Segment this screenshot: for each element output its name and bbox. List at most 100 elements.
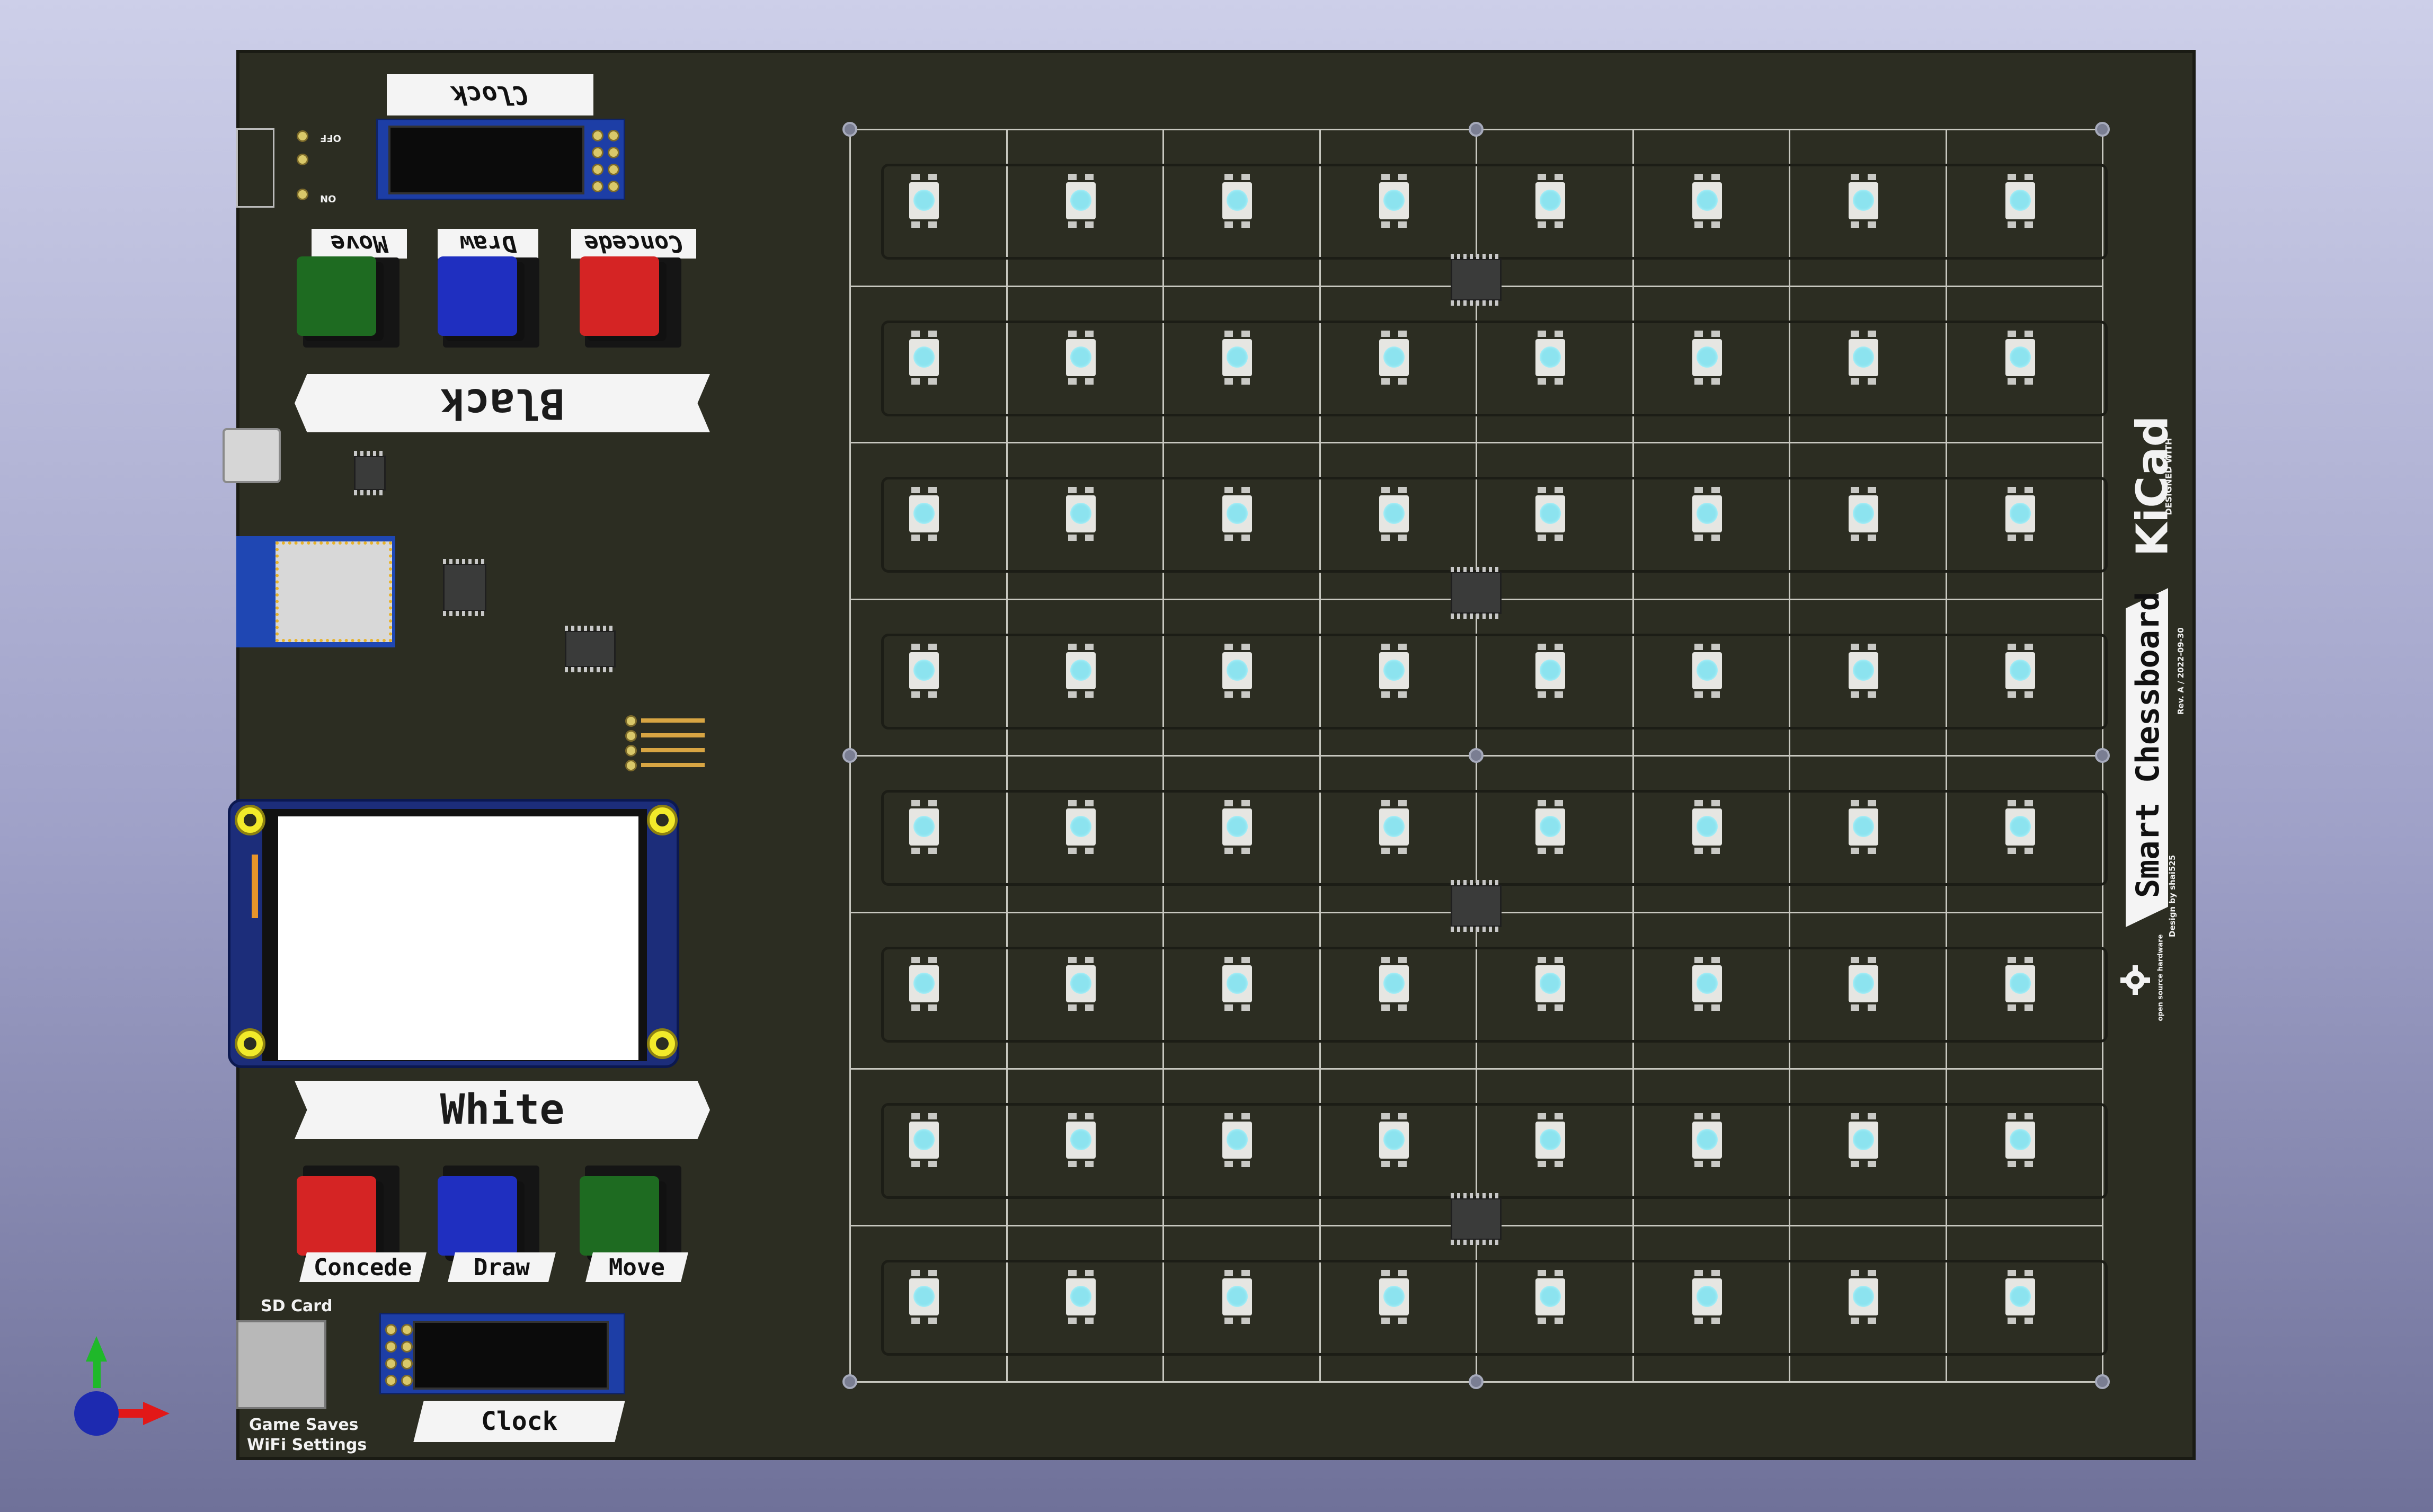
white-draw-label: Draw bbox=[448, 1252, 556, 1282]
square-led bbox=[1056, 1267, 1105, 1326]
white-banner: White bbox=[295, 1081, 710, 1139]
trace-route bbox=[881, 633, 2108, 730]
square-led bbox=[1683, 1267, 1731, 1326]
square-led bbox=[1056, 797, 1105, 856]
square-led bbox=[1526, 954, 1575, 1013]
square-led bbox=[1370, 1110, 1418, 1169]
square-led bbox=[900, 797, 948, 856]
square-led bbox=[1683, 954, 1731, 1013]
square-led bbox=[1370, 797, 1418, 856]
square-led bbox=[1996, 327, 2045, 387]
black-draw-button[interactable] bbox=[438, 256, 517, 336]
square-led bbox=[1213, 1267, 1262, 1326]
square-led bbox=[1056, 1110, 1105, 1169]
square-led bbox=[1683, 1110, 1731, 1169]
esp32-module bbox=[236, 536, 395, 647]
black-move-label: Move bbox=[312, 229, 407, 259]
black-draw-label: Draw bbox=[438, 229, 538, 259]
square-led bbox=[900, 1267, 948, 1326]
header-pins bbox=[625, 715, 710, 779]
square-led bbox=[1683, 327, 1731, 387]
square-led bbox=[1839, 797, 1888, 856]
chess-grid bbox=[842, 122, 2110, 1389]
square-led bbox=[1996, 641, 2045, 700]
title-banner bbox=[2126, 588, 2168, 927]
mux-chip bbox=[1451, 253, 1502, 306]
grid-line-vertical bbox=[1945, 129, 1947, 1382]
board-designer: Design by shai525 bbox=[2168, 855, 2177, 937]
regulator-chip bbox=[354, 451, 386, 495]
square-led bbox=[1996, 797, 2045, 856]
mux-chip bbox=[1451, 1193, 1502, 1245]
white-move-label: Move bbox=[585, 1252, 688, 1282]
sd-card-slot[interactable] bbox=[236, 1320, 326, 1409]
mux-chip bbox=[1451, 566, 1502, 619]
square-led bbox=[1839, 1110, 1888, 1169]
square-led bbox=[1370, 484, 1418, 543]
square-led bbox=[1996, 1267, 2045, 1326]
mounting-hole bbox=[2095, 122, 2110, 137]
black-banner: Black bbox=[295, 374, 710, 432]
mounting-hole bbox=[2095, 1374, 2110, 1389]
tft-display-module bbox=[228, 799, 679, 1068]
sd-card-line2: WiFi Settings bbox=[247, 1436, 367, 1454]
usb-uart-chip bbox=[443, 559, 486, 616]
black-move-button[interactable] bbox=[297, 256, 376, 336]
mounting-hole bbox=[842, 748, 857, 763]
mounting-hole bbox=[2095, 748, 2110, 763]
square-led bbox=[900, 641, 948, 700]
square-led bbox=[1370, 171, 1418, 230]
square-led bbox=[1996, 1110, 2045, 1169]
sd-card-title: SD Card bbox=[261, 1297, 333, 1315]
square-led bbox=[1056, 641, 1105, 700]
grid-line-vertical bbox=[1789, 129, 1790, 1382]
square-led bbox=[900, 954, 948, 1013]
square-led bbox=[1213, 484, 1262, 543]
board-revision: Rev. A / 2022-09-30 bbox=[2176, 627, 2186, 715]
board-title: Smart Chessboard bbox=[2129, 592, 2166, 898]
square-led bbox=[1526, 1110, 1575, 1169]
square-led bbox=[1526, 327, 1575, 387]
square-led bbox=[1526, 484, 1575, 543]
square-led bbox=[1213, 797, 1262, 856]
usb-c-connector[interactable] bbox=[223, 428, 281, 483]
black-clock-label: Clock bbox=[387, 74, 593, 115]
square-led bbox=[1839, 171, 1888, 230]
square-led bbox=[1213, 1110, 1262, 1169]
white-draw-button[interactable] bbox=[438, 1176, 517, 1256]
grid-line-vertical bbox=[1632, 129, 1634, 1382]
oshw-text: open source hardware bbox=[2156, 934, 2165, 1021]
square-led bbox=[1839, 327, 1888, 387]
white-concede-button[interactable] bbox=[297, 1176, 376, 1256]
trace-route bbox=[881, 946, 2108, 1043]
square-led bbox=[1526, 641, 1575, 700]
square-led bbox=[1056, 327, 1105, 387]
square-led bbox=[900, 484, 948, 543]
square-led bbox=[1996, 484, 2045, 543]
white-move-button[interactable] bbox=[580, 1176, 659, 1256]
black-concede-button[interactable] bbox=[580, 256, 659, 336]
kicad-logo: KiCad DESIGNED WITH bbox=[2127, 415, 2178, 557]
mux-chip bbox=[1451, 879, 1502, 932]
square-led bbox=[1683, 797, 1731, 856]
mux-chip-main bbox=[565, 626, 616, 672]
mounting-hole bbox=[1469, 748, 1484, 763]
square-led bbox=[1370, 641, 1418, 700]
axis-gizmo-icon[interactable] bbox=[64, 1324, 185, 1446]
power-switch[interactable] bbox=[236, 128, 274, 208]
square-led bbox=[1213, 954, 1262, 1013]
white-clock-label: Clock bbox=[413, 1401, 625, 1442]
square-led bbox=[1839, 484, 1888, 543]
white-clock-display bbox=[379, 1313, 625, 1394]
square-led bbox=[1996, 954, 2045, 1013]
square-led bbox=[1213, 641, 1262, 700]
square-led bbox=[900, 171, 948, 230]
square-led bbox=[1996, 171, 2045, 230]
square-led bbox=[1526, 1267, 1575, 1326]
square-led bbox=[1056, 171, 1105, 230]
square-led bbox=[1839, 641, 1888, 700]
mounting-hole bbox=[1469, 122, 1484, 137]
mounting-hole bbox=[842, 1374, 857, 1389]
trace-route bbox=[881, 320, 2108, 416]
sd-card-line1: Game Saves bbox=[249, 1416, 359, 1434]
